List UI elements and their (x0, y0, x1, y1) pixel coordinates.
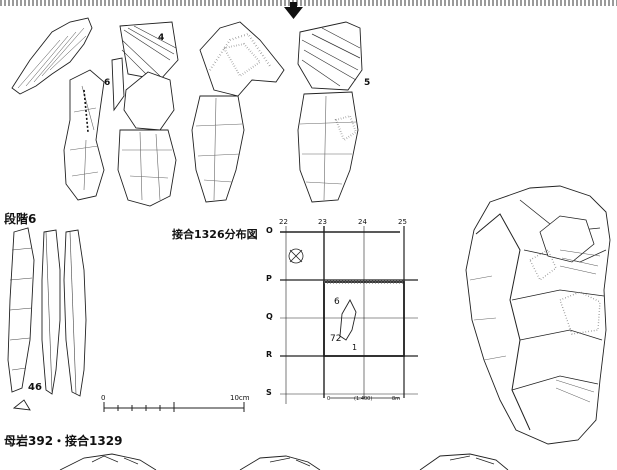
stage-label: 段階6 (4, 212, 37, 226)
distribution-grid (280, 226, 418, 404)
scale-bar (103, 402, 245, 412)
grid-row-label: Q (266, 312, 273, 321)
grid-scale-label: (1:400) (354, 396, 373, 402)
grid-item-label: 72 (330, 334, 342, 344)
grid-column-label: 22 (279, 218, 288, 226)
lower-refit-drawings (59, 453, 509, 470)
refit-view-3 (191, 21, 285, 203)
distribution-title: 接合1326分布図 (172, 228, 258, 241)
stage6-tool-drawings (7, 227, 87, 411)
scale-label-10cm: 10cm (230, 394, 250, 402)
page-top-edge (0, 0, 617, 6)
refit-view-4 (297, 21, 363, 203)
grid-row-label: P (266, 274, 272, 283)
grid-item-label: 1 (352, 343, 358, 352)
grid-scale-label: 0 (327, 396, 331, 402)
grid-scale-label: 8m (392, 396, 401, 402)
grid-column-label: 25 (398, 218, 407, 226)
refit-view-1 (11, 17, 105, 201)
large-refit-drawing (465, 185, 611, 445)
grid-column-label: 24 (358, 218, 367, 226)
grid-row-label: S (266, 388, 272, 397)
grid-row-label: O (266, 226, 273, 235)
down-arrow-icon (284, 2, 303, 19)
grid-item-label: 6 (334, 297, 340, 307)
grid-row-label: R (266, 350, 273, 359)
refit-view-2 (111, 21, 179, 207)
refit-number-5: 5 (364, 78, 371, 88)
scale-label-zero: 0 (101, 394, 106, 402)
refit-number-6: 6 (104, 78, 111, 88)
refit-number-4: 4 (158, 33, 165, 43)
grid-column-label: 23 (318, 218, 327, 226)
tool-number: 46 (28, 382, 42, 393)
figure-caption: 母岩392・接合1329 (4, 434, 123, 448)
